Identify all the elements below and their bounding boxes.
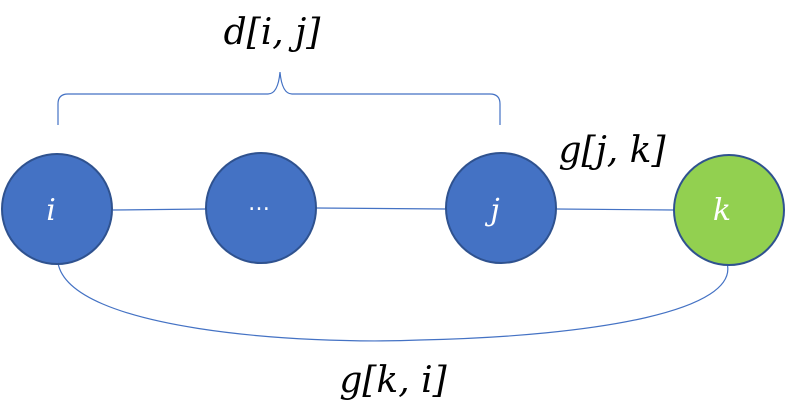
- node-j: [445, 152, 557, 264]
- label-d-ij: d[i, j]: [224, 12, 322, 53]
- node-ellipsis-label: …: [248, 191, 270, 216]
- edge-ellipsis-j: [315, 207, 447, 210]
- edge-k-i-curve: [57, 262, 729, 342]
- node-ellipsis: [205, 152, 317, 264]
- node-k: [673, 154, 785, 266]
- label-g-jk: g[j, k]: [559, 130, 667, 171]
- node-k-label: k: [713, 193, 731, 228]
- node-i: [1, 153, 113, 265]
- edge-j-k: [555, 208, 675, 211]
- label-g-ki: g[k, i]: [339, 360, 447, 401]
- edge-i-ellipsis: [112, 208, 207, 211]
- brace-d-ij: [57, 71, 501, 125]
- node-i-label: i: [46, 193, 56, 228]
